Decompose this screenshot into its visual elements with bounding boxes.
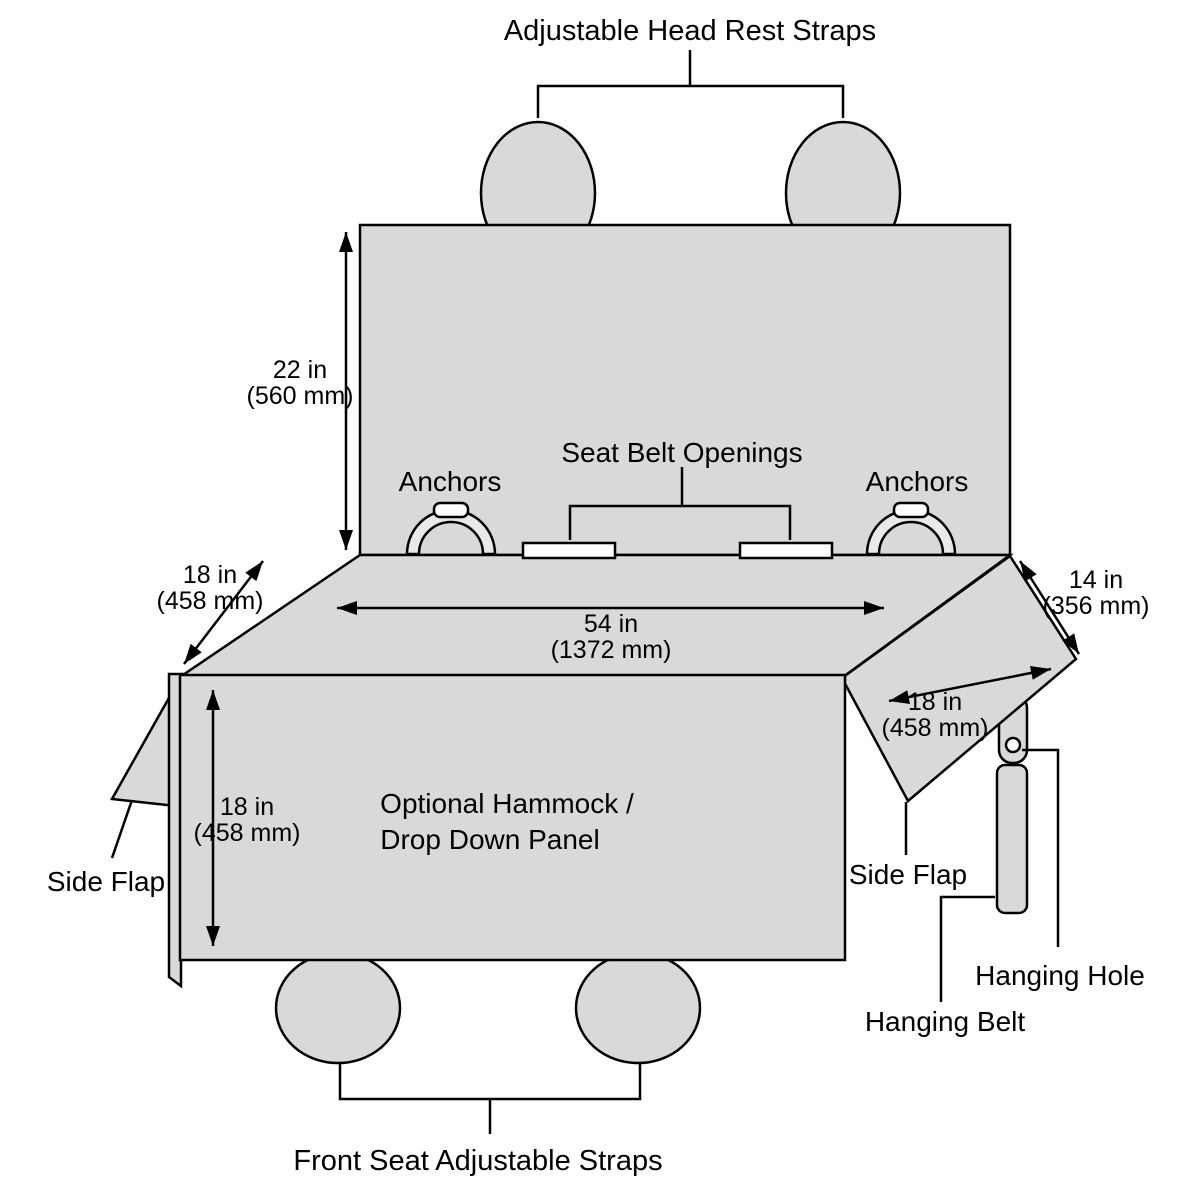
dim-right-flap-drop-value: 14 in <box>1069 566 1123 594</box>
dim-front-panel-drop-metric: (458 mm) <box>194 819 301 847</box>
label-hammock-line2: Drop Down Panel <box>380 824 599 855</box>
front-headrest-left <box>274 951 402 1065</box>
label-anchors-right: Anchors <box>866 466 969 497</box>
dim-seat-depth-metric: (458 mm) <box>157 587 264 615</box>
dim-right-flap-drop-metric: (356 mm) <box>1043 592 1150 620</box>
back-panel <box>358 223 1012 557</box>
dim-right-flap-width-metric: (458 mm) <box>882 714 989 742</box>
label-hammock-line1: Optional Hammock / <box>380 788 634 819</box>
anchor-icon-left <box>405 501 497 556</box>
front-headrest-right <box>574 951 702 1065</box>
title-head-rest-straps: Adjustable Head Rest Straps <box>504 15 876 47</box>
leader-side-flap-left <box>110 799 134 859</box>
bracket-front-straps <box>338 1064 642 1101</box>
dim-right-flap-width-value: 18 in <box>908 688 962 716</box>
leader-hanging-hole <box>1022 748 1060 947</box>
dim-seat-depth-value: 18 in <box>183 561 237 589</box>
label-seat-belt-openings: Seat Belt Openings <box>561 437 802 468</box>
seat-belt-opening-left <box>521 541 617 560</box>
label-anchors-left: Anchors <box>399 466 502 497</box>
hanging-hole-shape <box>1004 736 1022 754</box>
dim-arrow-right-flap-width <box>888 666 1052 704</box>
anchor-icon-right <box>865 501 957 556</box>
dim-width-value: 54 in <box>584 610 638 638</box>
hammock-panel <box>178 673 847 962</box>
dim-arrow-right-flap-drop <box>1018 560 1081 655</box>
left-edge-strip <box>167 672 183 989</box>
label-hanging-hole: Hanging Hole <box>975 960 1145 991</box>
dim-arrow-seat-depth <box>183 560 264 665</box>
label-side-flap-left: Side Flap <box>47 866 165 897</box>
dim-back-height-value: 22 in <box>273 356 327 384</box>
dim-back-height-metric: (560 mm) <box>247 382 354 410</box>
hanging-belt-shape <box>995 763 1029 915</box>
bracket-headrest <box>536 84 845 118</box>
dim-width-metric: (1372 mm) <box>551 636 672 664</box>
leader-hanging-belt <box>939 895 995 1002</box>
label-hanging-belt: Hanging Belt <box>865 1006 1026 1037</box>
label-front-seat-straps: Front Seat Adjustable Straps <box>293 1145 662 1177</box>
seat-belt-opening-right <box>738 541 834 560</box>
label-side-flap-right: Side Flap <box>849 859 967 890</box>
dim-front-panel-drop-value: 18 in <box>220 793 274 821</box>
bracket-seatbelt <box>568 504 792 540</box>
